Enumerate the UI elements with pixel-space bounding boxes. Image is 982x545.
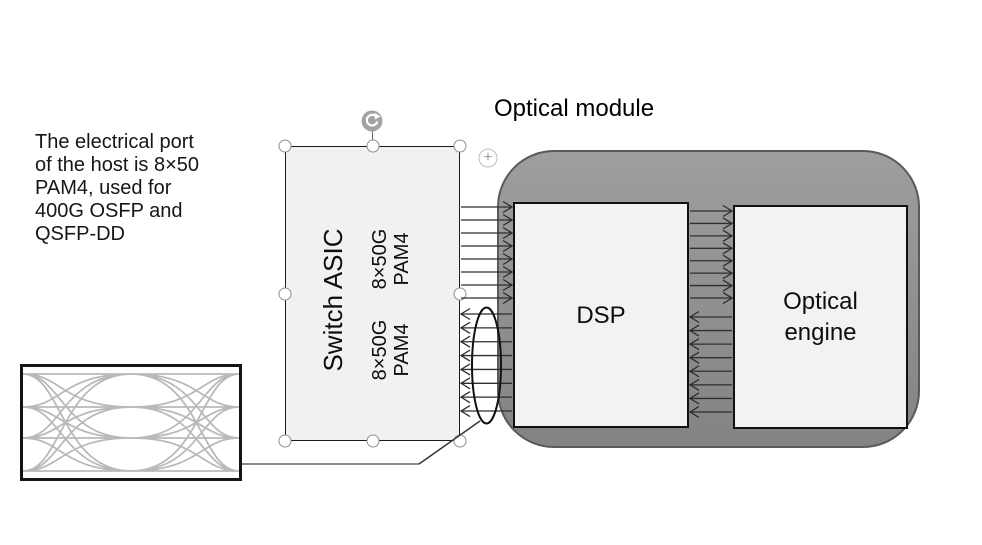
eye-diagram[interactable]	[20, 364, 242, 481]
optical-module-title: Optical module	[494, 95, 655, 122]
optical-engine-label: Optical engine	[783, 288, 858, 346]
note-line: QSFP-DD	[35, 223, 125, 245]
dsp-rx-arrows	[688, 310, 732, 419]
rotate-icon[interactable]	[361, 110, 383, 132]
highlight-ellipse[interactable]	[471, 306, 502, 425]
resize-handle-top-right[interactable]	[453, 139, 467, 153]
optical-engine-block[interactable]: Optical engine	[733, 205, 908, 429]
resize-handle-bottom-middle[interactable]	[366, 434, 379, 448]
resize-handle-middle-right[interactable]	[453, 287, 467, 300]
note-line: The electrical port	[35, 131, 194, 153]
resize-handle-bottom-left[interactable]	[278, 434, 292, 448]
eye-diagram-traces	[22, 373, 240, 472]
host-rx-arrows	[459, 307, 512, 418]
resize-handle-top-left[interactable]	[278, 139, 292, 153]
plus-icon[interactable]: +	[478, 148, 498, 168]
note-line: 400G OSFP and	[35, 200, 183, 222]
resize-handle-top-middle[interactable]	[366, 139, 379, 153]
callout-line-diagonal	[418, 420, 481, 465]
note-line: PAM4, used for	[35, 177, 172, 199]
host-port-note: The electrical port of the host is 8×50 …	[35, 131, 265, 246]
rotate-handle-stem	[371, 131, 373, 146]
resize-handle-middle-left[interactable]	[278, 287, 292, 300]
host-tx-arrows	[461, 200, 514, 305]
dsp-block[interactable]: DSP	[513, 202, 689, 428]
dsp-label: DSP	[576, 301, 626, 329]
dsp-tx-arrows	[690, 204, 734, 305]
note-line: of the host is 8×50	[35, 154, 200, 176]
